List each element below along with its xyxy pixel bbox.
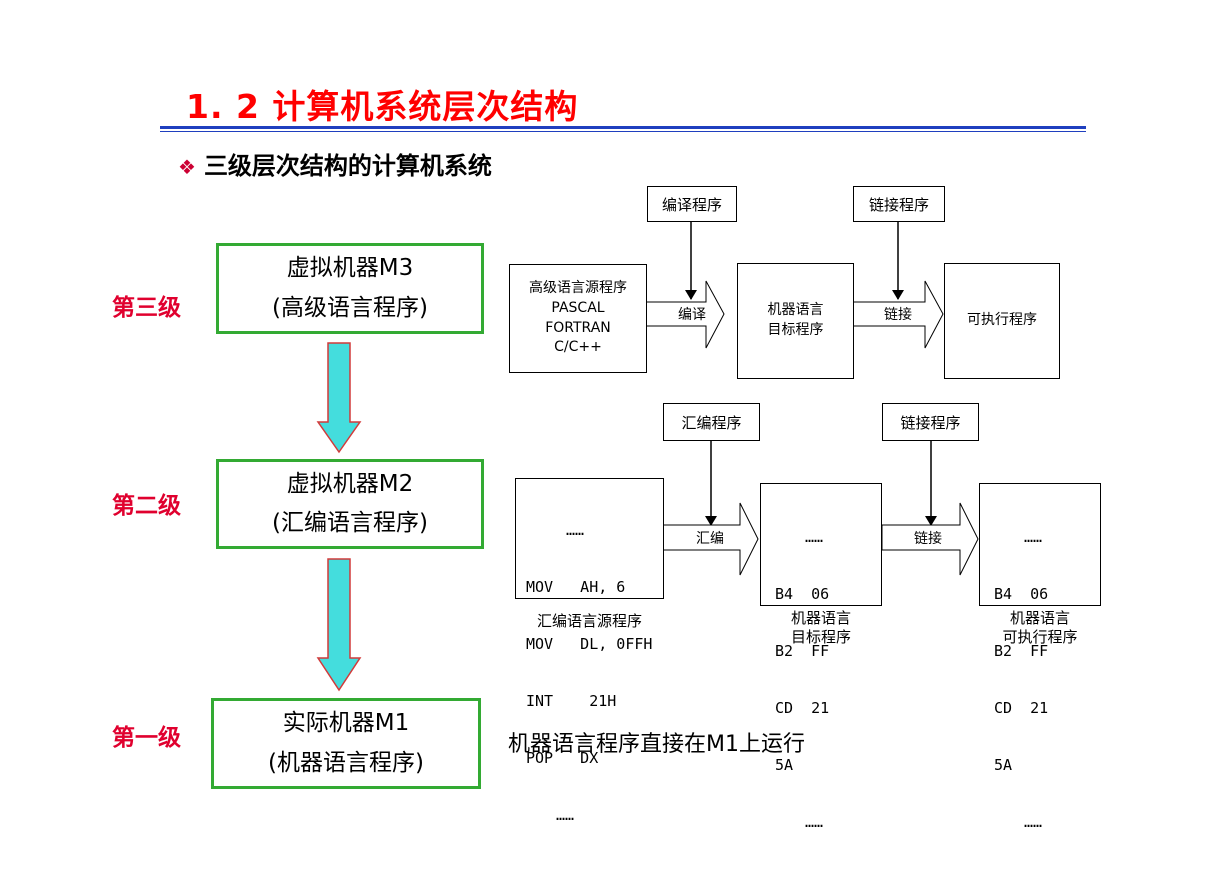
diamond-bullet-icon: ❖ bbox=[178, 155, 196, 179]
exec-line-2: B2 FF bbox=[994, 642, 1049, 660]
asm-source-caption: 汇编语言源程序 bbox=[536, 612, 642, 630]
compiler-tool-box: 编译程序 bbox=[647, 186, 737, 222]
section-heading-text: 三级层次结构的计算机系统 bbox=[203, 152, 492, 180]
assembler-tool-box: 汇编程序 bbox=[663, 403, 760, 441]
link-label-2: 链接 bbox=[914, 531, 942, 547]
asm-exec-caption-2: 可执行程序 bbox=[1002, 628, 1078, 646]
linker-tool-box: 链接程序 bbox=[853, 186, 945, 222]
obj-line-2: B2 FF bbox=[775, 642, 830, 660]
page-title: 1. 2 计算机系统层次结构 bbox=[186, 87, 579, 126]
exec-line-1: B4 06 bbox=[994, 585, 1049, 603]
machine-language-note: 机器语言程序直接在M1上运行 bbox=[508, 732, 805, 757]
exec-ellipsis-bottom: …… bbox=[1024, 813, 1043, 831]
asm-line-2: MOV DL, 0FFH bbox=[526, 635, 653, 653]
asm-object-caption: 机器语言 目标程序 bbox=[760, 609, 882, 647]
asm-object-caption-1: 机器语言 bbox=[790, 609, 851, 627]
level-3-label: 第三级 bbox=[112, 295, 181, 321]
assemble-flow-arrow bbox=[662, 502, 759, 576]
down-arrow-icon bbox=[316, 558, 362, 692]
obj-line-1: B4 06 bbox=[775, 585, 830, 603]
asm-source-box: …… MOV AH, 6 MOV DL, 0FFH INT 21H POP DX… bbox=[515, 478, 664, 824]
level-1-box: 实际机器M1 (机器语言程序) bbox=[211, 698, 481, 789]
object-program-box: 机器语言 目标程序 bbox=[737, 263, 854, 379]
exec-line-4: 5A bbox=[994, 756, 1013, 774]
asm-object-box: …… B4 06 B2 FF CD 21 5A …… bbox=[760, 483, 882, 831]
executable-label: 可执行程序 bbox=[967, 312, 1037, 329]
level-1-machine: 实际机器M1 bbox=[282, 710, 410, 737]
hll-source-title: 高级语言源程序 bbox=[529, 280, 627, 297]
asm-ellipsis-bottom: …… bbox=[556, 806, 575, 824]
link-flow-arrow bbox=[852, 280, 944, 349]
exec-ellipsis-top: …… bbox=[1024, 528, 1043, 546]
level-3-machine: 虚拟机器M3 bbox=[286, 255, 414, 282]
exec-line-3: CD 21 bbox=[994, 699, 1049, 717]
asm-line-4: POP DX bbox=[526, 749, 599, 767]
object-line-1: 机器语言 bbox=[767, 302, 824, 319]
hll-lang-cpp: C/C++ bbox=[554, 339, 602, 356]
level-2-label: 第二级 bbox=[112, 493, 181, 519]
hll-source-box: 高级语言源程序 PASCAL FORTRAN C/C++ bbox=[509, 264, 647, 373]
down-arrow-icon bbox=[316, 342, 362, 454]
level-1-program: (机器语言程序) bbox=[268, 749, 424, 776]
title-divider bbox=[160, 126, 1086, 129]
asm-exec-caption-1: 机器语言 bbox=[1009, 609, 1070, 627]
hll-lang-pascal: PASCAL bbox=[551, 299, 605, 316]
asm-ellipsis-top: …… bbox=[566, 521, 585, 539]
assemble-label: 汇编 bbox=[696, 531, 724, 547]
hll-lang-fortran: FORTRAN bbox=[545, 319, 611, 336]
level-2-program: (汇编语言程序) bbox=[272, 510, 428, 536]
section-heading: ❖ 三级层次结构的计算机系统 bbox=[178, 146, 492, 181]
asm-object-caption-2: 目标程序 bbox=[790, 628, 851, 646]
level-2-box: 虚拟机器M2 (汇编语言程序) bbox=[216, 459, 484, 549]
asm-line-3: INT 21H bbox=[526, 692, 617, 710]
obj-ellipsis-top: …… bbox=[805, 528, 824, 546]
asm-exec-caption: 机器语言 可执行程序 bbox=[979, 609, 1101, 647]
obj-line-4: 5A bbox=[775, 756, 794, 774]
obj-line-3: CD 21 bbox=[775, 699, 830, 717]
level-3-box: 虚拟机器M3 (高级语言程序) bbox=[216, 243, 484, 334]
obj-ellipsis-bottom: …… bbox=[805, 813, 824, 831]
level-2-machine: 虚拟机器M2 bbox=[286, 470, 414, 497]
link-label: 链接 bbox=[884, 307, 912, 323]
title-divider-thin bbox=[160, 131, 1086, 132]
asm-exec-box: …… B4 06 B2 FF CD 21 5A …… bbox=[979, 483, 1101, 831]
compile-flow-arrow bbox=[645, 280, 725, 349]
executable-box: 可执行程序 bbox=[944, 263, 1060, 379]
link-flow-arrow-2 bbox=[881, 502, 979, 576]
asm-line-1: MOV AH, 6 bbox=[526, 578, 626, 596]
linker-tool-box-2: 链接程序 bbox=[882, 403, 979, 441]
compile-label: 编译 bbox=[678, 307, 706, 323]
level-3-program: (高级语言程序) bbox=[272, 294, 428, 321]
level-1-label: 第一级 bbox=[112, 725, 181, 751]
object-line-2: 目标程序 bbox=[767, 322, 824, 338]
